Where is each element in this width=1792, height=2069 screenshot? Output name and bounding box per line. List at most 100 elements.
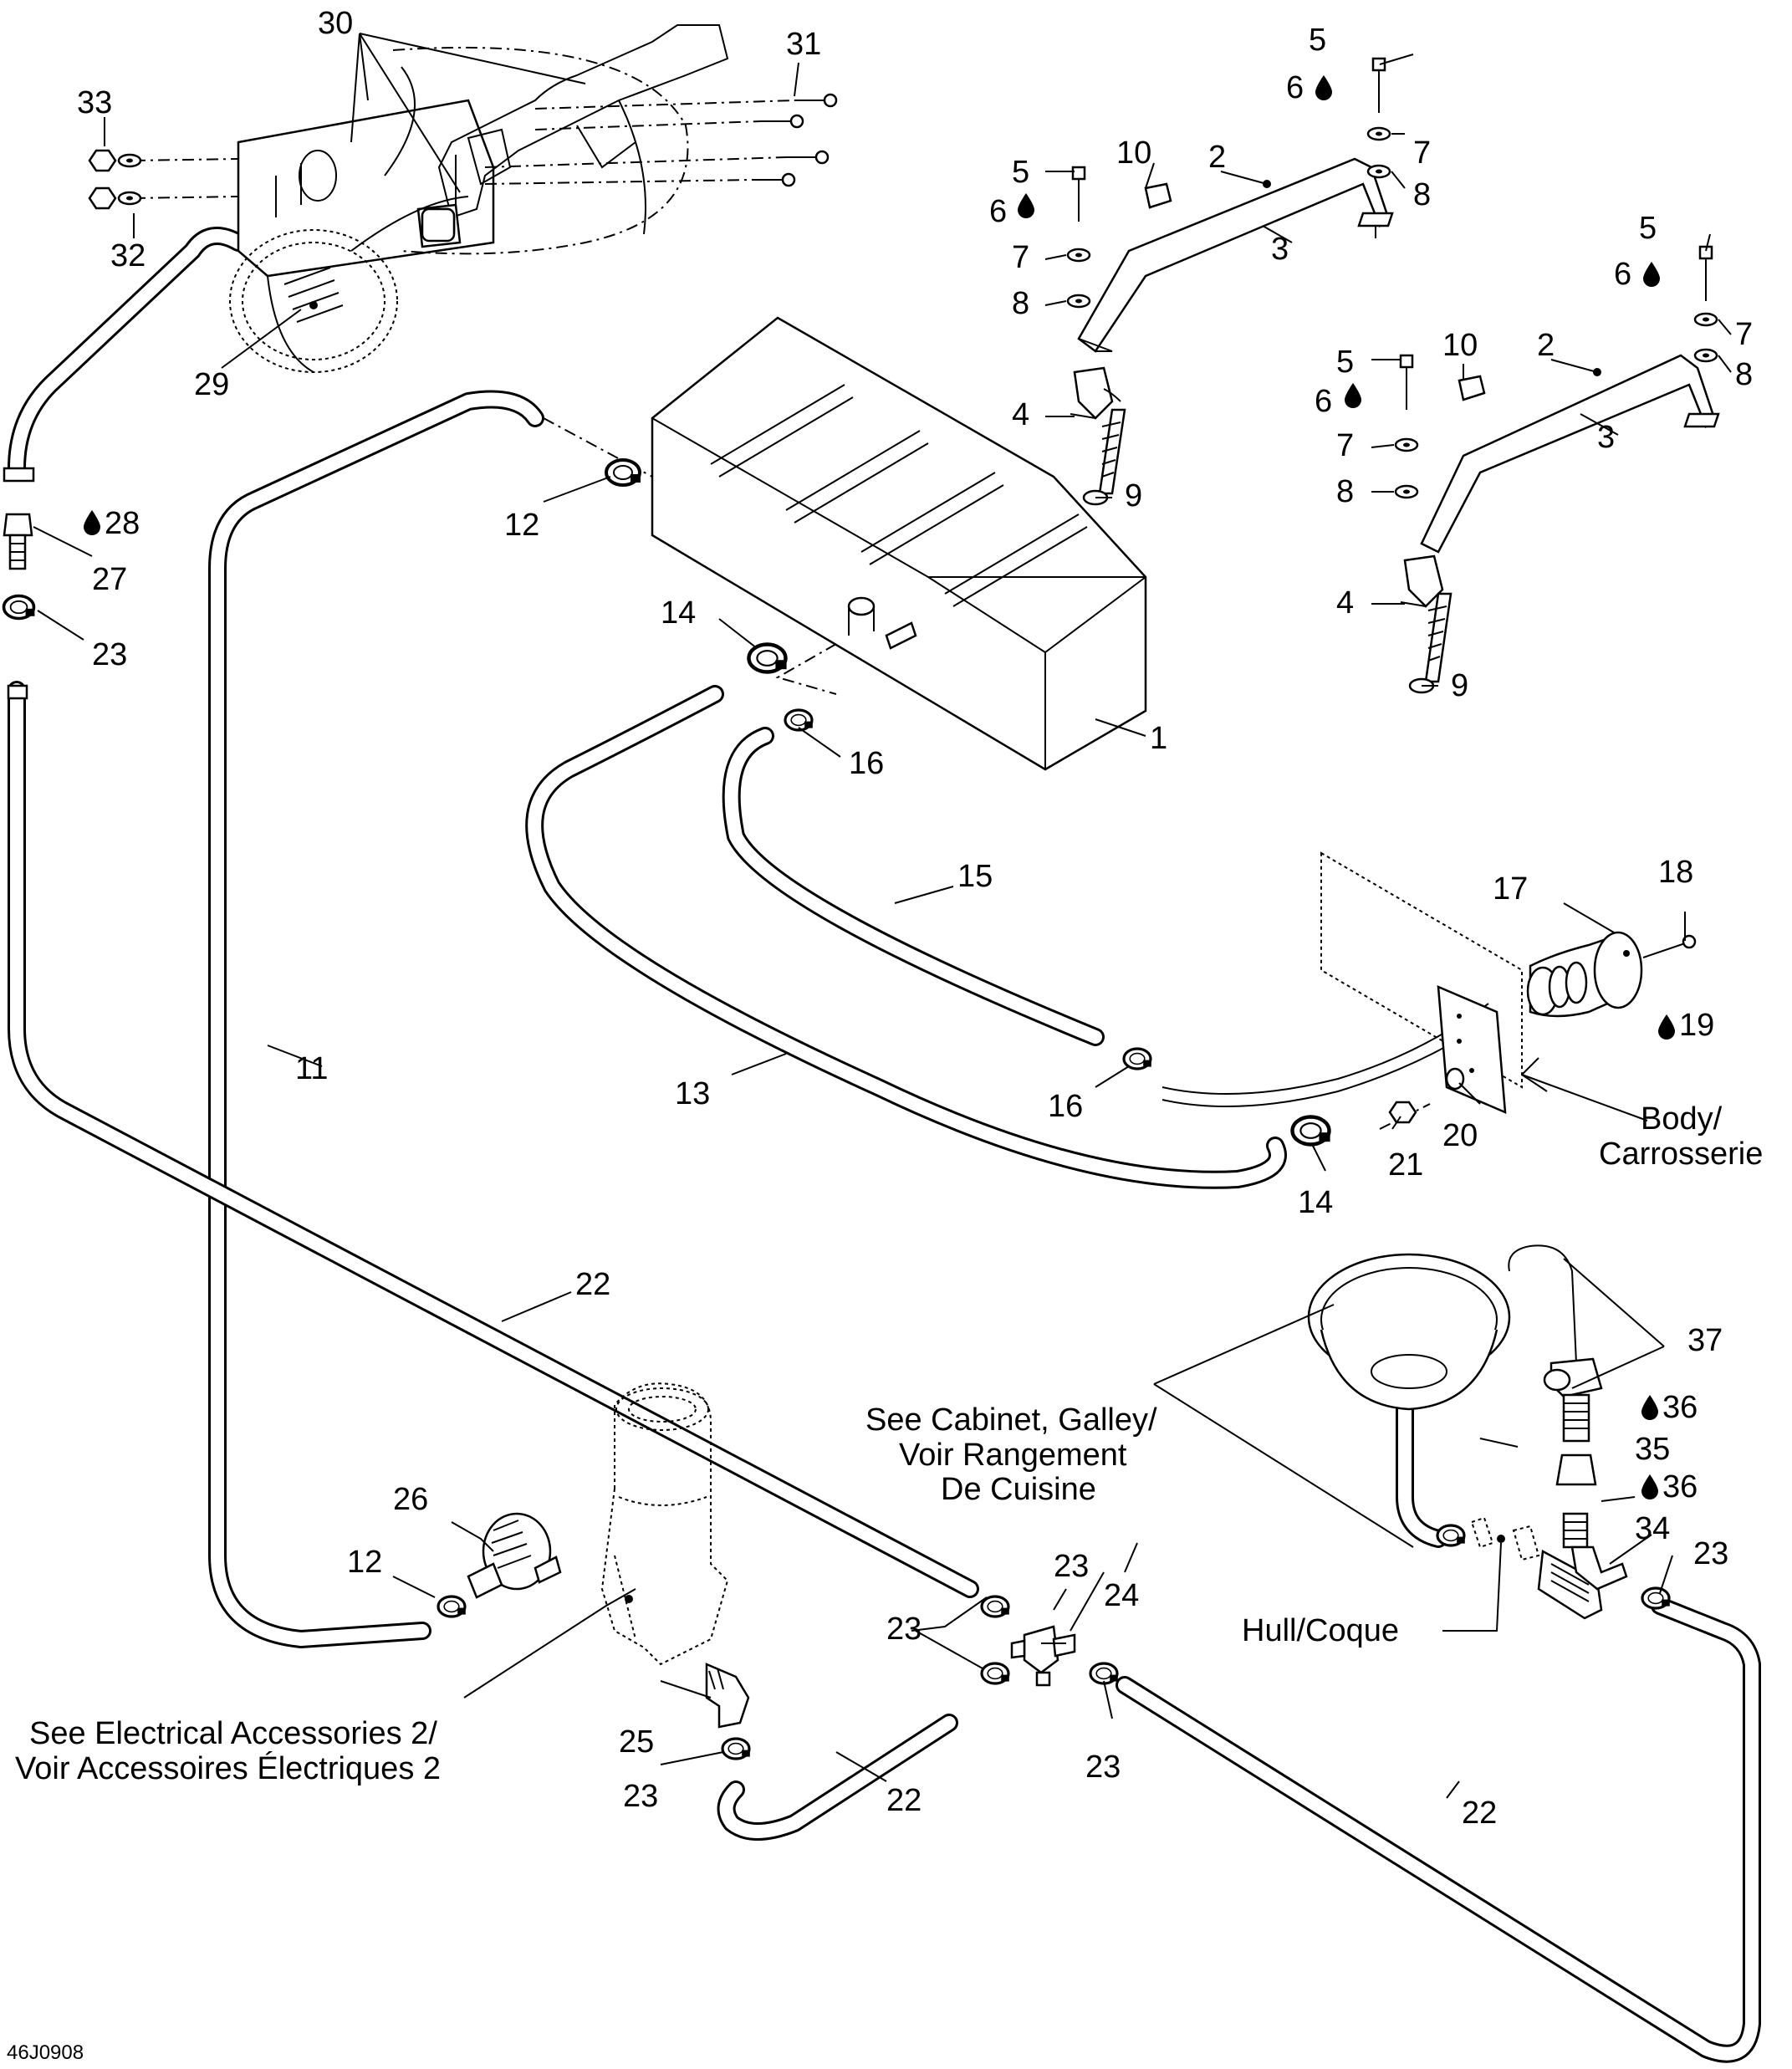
- label-8d: 8: [1735, 357, 1753, 392]
- nut-washer-32-33: [88, 149, 239, 210]
- label-23f: 23: [1693, 1536, 1728, 1571]
- callout-text: Body/ Carrosserie Hull/Coque See Cabinet…: [7, 1101, 1763, 2064]
- drop-icon: [1345, 383, 1361, 408]
- label-7b: 7: [1413, 135, 1431, 171]
- label-19: 19: [1679, 1008, 1714, 1043]
- label-3a: 3: [1271, 232, 1289, 267]
- label-1: 1: [1150, 721, 1167, 756]
- label-24: 24: [1104, 1578, 1139, 1613]
- label-7c: 7: [1336, 428, 1354, 463]
- label-3b: 3: [1597, 420, 1615, 455]
- label-5a: 5: [1012, 155, 1029, 190]
- label-11: 11: [295, 1051, 328, 1086]
- fill-neck-assembly: [229, 24, 729, 373]
- drop-icon: [1315, 75, 1332, 100]
- electrical-callout-line2: Voir Accessoires Électriques 2: [15, 1750, 441, 1786]
- bolt-stack-b: [1366, 57, 1391, 179]
- label-2b: 2: [1537, 328, 1555, 363]
- clamp-14-lower: [1293, 1117, 1330, 1145]
- hull-callout: Hull/Coque: [1242, 1613, 1399, 1648]
- bolt-stack-a: [1066, 166, 1091, 309]
- label-2a: 2: [1208, 140, 1226, 175]
- elbow-25: [705, 1663, 750, 1729]
- sink-drain: [1396, 1396, 1447, 1548]
- label-36a: 36: [1662, 1390, 1698, 1425]
- label-30: 30: [318, 6, 353, 41]
- cabinet-callout-line3: De Cuisine: [941, 1472, 1096, 1507]
- label-9a: 9: [1125, 478, 1142, 513]
- clamp-23-upper: [980, 1595, 1011, 1618]
- drawing-code: 46J0908: [7, 2041, 84, 2064]
- hose-11: [208, 390, 544, 1648]
- label-22c: 22: [1462, 1796, 1497, 1831]
- clamp-16-lower: [1122, 1047, 1153, 1070]
- clamp-23-faucet: [1641, 1586, 1672, 1610]
- label-33: 33: [77, 85, 112, 120]
- bolt-stack-d: [1693, 245, 1718, 363]
- fitting-27: [2, 467, 37, 700]
- strainer-26: [467, 1512, 562, 1599]
- faucet-37: [1508, 1244, 1628, 1591]
- label-9b: 9: [1451, 668, 1468, 703]
- label-10b: 10: [1442, 328, 1478, 363]
- label-23c: 23: [886, 1612, 922, 1647]
- clamp-16-upper: [784, 708, 814, 732]
- label-17: 17: [1493, 871, 1528, 907]
- label-31: 31: [786, 27, 821, 62]
- drop-icon: [1643, 262, 1660, 287]
- label-5b: 5: [1309, 23, 1326, 58]
- hose-15: [722, 727, 1105, 1046]
- label-27: 27: [92, 562, 127, 597]
- label-13: 13: [675, 1076, 710, 1111]
- label-15: 15: [957, 859, 993, 894]
- label-23d: 23: [1085, 1750, 1121, 1785]
- part-labels: 30 31 33 32 29 28 27 23 12 14 16 1 15 13…: [77, 6, 1753, 1831]
- label-23e: 23: [623, 1779, 658, 1814]
- clamp-12-lower: [437, 1595, 467, 1618]
- body-callout-line2: Carrosserie: [1599, 1137, 1763, 1172]
- tee-24: [1010, 1625, 1076, 1687]
- drop-icon: [1018, 193, 1034, 218]
- label-6a: 6: [989, 194, 1007, 229]
- clamp-23-left: [980, 1662, 1011, 1685]
- label-4a: 4: [1012, 397, 1029, 432]
- hose-22-lower-right: [1116, 1596, 1761, 2063]
- label-18: 18: [1658, 855, 1693, 890]
- label-34: 34: [1635, 1511, 1670, 1546]
- label-6d: 6: [1614, 257, 1631, 292]
- label-16a: 16: [849, 746, 884, 781]
- label-22b: 22: [886, 1783, 922, 1818]
- clamp-sink: [1436, 1524, 1467, 1547]
- drop-icon: [1641, 1474, 1658, 1499]
- drop-icon: [1641, 1395, 1658, 1420]
- pump-unit: [600, 1382, 729, 1666]
- nut-washer-20-21: [1379, 1067, 1465, 1130]
- label-7a: 7: [1012, 240, 1029, 275]
- electrical-callout-line1: See Electrical Accessories 2/: [29, 1716, 437, 1751]
- leader-lines: [33, 33, 1732, 1799]
- label-29: 29: [194, 367, 229, 402]
- fill-hose-left: [8, 227, 979, 1598]
- body-panel: [1320, 851, 1523, 1114]
- body-callout-line1: Body/: [1641, 1101, 1723, 1137]
- label-16b: 16: [1048, 1089, 1083, 1124]
- label-12a: 12: [504, 508, 539, 543]
- label-12b: 12: [347, 1545, 382, 1580]
- label-4b: 4: [1336, 585, 1354, 621]
- label-10a: 10: [1116, 135, 1151, 171]
- label-23a: 23: [92, 637, 127, 672]
- label-22a: 22: [575, 1267, 610, 1302]
- clamp-23-pump: [721, 1737, 752, 1760]
- drop-icon: [1658, 1014, 1675, 1040]
- label-21: 21: [1388, 1147, 1423, 1183]
- label-8c: 8: [1336, 474, 1354, 509]
- label-23b: 23: [1054, 1549, 1089, 1584]
- clamp-23-right: [1089, 1662, 1120, 1685]
- hose-13: [525, 685, 1287, 1189]
- deck-fill-17: [1526, 931, 1697, 1018]
- label-20: 20: [1442, 1118, 1478, 1153]
- label-36b: 36: [1662, 1469, 1698, 1504]
- label-26: 26: [393, 1482, 428, 1517]
- bolt-stack-c: [1394, 354, 1419, 499]
- label-5d: 5: [1639, 211, 1657, 246]
